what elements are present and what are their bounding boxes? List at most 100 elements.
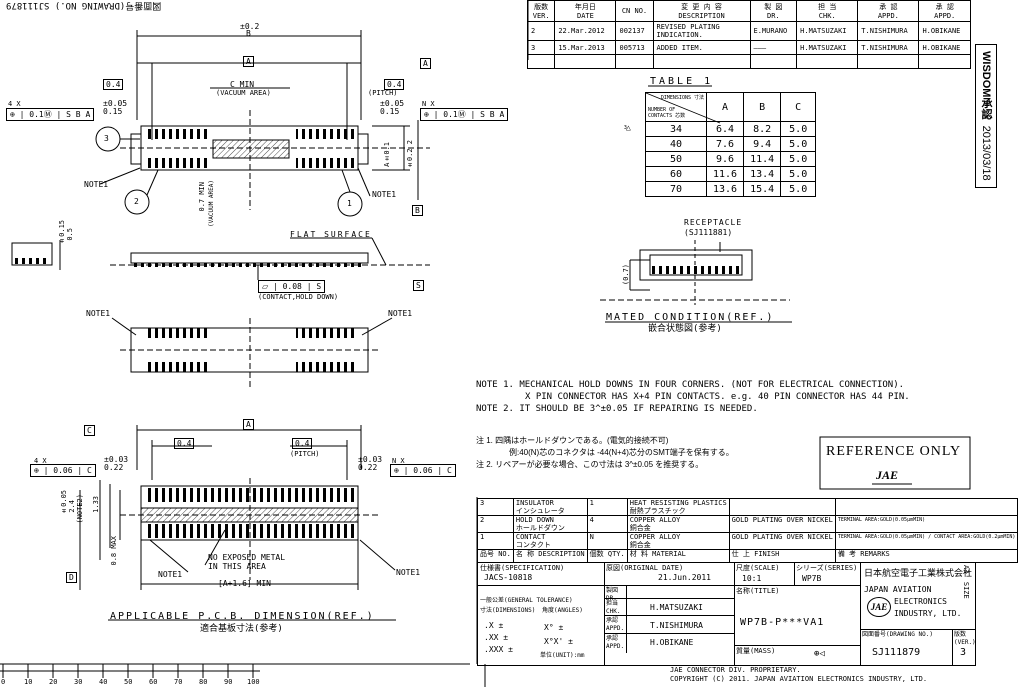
approval-stamp: WISDOM承認 2013/03/18 xyxy=(975,44,997,188)
orig-date-label: 原図(ORIGINAL DATE) xyxy=(606,564,684,572)
drawing-number-rotated: 図面番号(DRAWING NO.) SJ111879 xyxy=(6,0,162,10)
parts-header-row: 品号 NO. 名 称 DESCRIPTION 個数 QTY. 材 料 MATER… xyxy=(477,549,1018,563)
contact-hold-down: (CONTACT,HOLD DOWN) xyxy=(258,293,339,301)
revision-triangle-icon: △3 xyxy=(623,123,631,132)
pcb-pitch-label: (PITCH) xyxy=(290,450,320,458)
rev-chk: H.MATSUZAKI xyxy=(796,21,859,41)
rev-appd2: H.OBIKANE xyxy=(918,40,971,55)
ruler-label: 70 xyxy=(174,678,183,686)
note1-bottom-left: NOTE1 xyxy=(86,309,111,318)
ruler-label: 100 xyxy=(247,678,260,686)
pcb-dim-tol005: ±0.05 xyxy=(60,490,68,515)
dim-b-letter: B xyxy=(246,29,251,38)
rev-col-cn: CN NO. xyxy=(615,0,654,22)
pcb-title-en: APPLICABLE P.C.B. DIMENSION(REF.) xyxy=(110,611,375,622)
dim-2: ±0.2 2 xyxy=(406,140,414,170)
dim-ab: A±0.1 xyxy=(383,142,391,167)
fcf-right: ⊕ | 0.1Ⓜ | S B A xyxy=(420,108,509,121)
no-exposed-metal: NO EXPOSED METAL IN THIS AREA xyxy=(208,553,286,571)
pcb-pitch-box-right: 0.4 xyxy=(292,438,313,449)
ruler-label: 40 xyxy=(99,678,108,686)
rev-appd: T.NISHIMURA xyxy=(857,21,920,41)
tol-xxx: .XXX ± xyxy=(484,645,513,654)
receptacle-label: RECEPTACLE xyxy=(684,218,743,227)
revision-row: 3 15.Mar.2013 005713 ADDED ITEM. ——— H.M… xyxy=(526,40,971,55)
receptacle-number: (SJ111881) xyxy=(684,228,733,237)
note-jp-1: 注 1. 四隅はホールドダウンである。(電気的接続不可) xyxy=(476,436,669,445)
pcb-datum-c: C xyxy=(84,425,95,436)
angle-xx: X°X' ± xyxy=(544,637,573,646)
rev-cn: 002137 xyxy=(615,21,654,41)
pcb-dim-08: 0.8 MAX xyxy=(110,536,118,566)
stamp-date: 2013/03/18 xyxy=(980,125,992,181)
table1-header: DIMENSIONS 寸法 NUMBER OF CONTACTS 芯数 A B … xyxy=(645,92,817,124)
scale-label: 尺度(SCALE) xyxy=(736,564,780,572)
tol-015-right: 0.15 xyxy=(380,107,400,116)
revision-row: 2 22.Mar.2012 002137 REVISED PLATING IND… xyxy=(526,21,971,41)
tol-x: .X ± xyxy=(484,621,504,630)
ruler-label: 60 xyxy=(149,678,158,686)
appd2-name: H.OBIKANE xyxy=(650,638,694,647)
rev-date: 22.Mar.2012 xyxy=(554,21,617,41)
stamp-text: WISDOM承認 xyxy=(980,51,992,120)
jae-logo-small: JAE xyxy=(876,468,899,482)
mated-title-en: MATED CONDITION(REF.) xyxy=(606,312,775,323)
fcf-left: ⊕ | 0.1Ⓜ | S B A xyxy=(6,108,95,121)
spec-label: 仕様書(SPECIFICATION) xyxy=(480,564,565,572)
pcb-note1-left: NOTE1 xyxy=(158,570,183,579)
ruler-label: 30 xyxy=(74,678,83,686)
dimensions-label: 寸法(DIMENSIONS) xyxy=(480,607,536,614)
ruler-label: 20 xyxy=(49,678,58,686)
count-4x: 4 X xyxy=(8,100,21,108)
tolerance-label: 一般公差(GENERAL TOLERANCE) xyxy=(480,597,573,604)
drawing-no: SJ111879 xyxy=(872,647,921,658)
count-nx: N X xyxy=(422,100,435,108)
datum-a-box: A xyxy=(243,56,254,67)
datum-a-flag: A xyxy=(420,58,431,69)
tol-015-side: ±0.15 xyxy=(58,220,66,245)
rev-appd: T.NISHIMURA xyxy=(857,40,920,55)
pcb-pitch-box-left: 0.4 xyxy=(174,438,195,449)
note-jp-2: 注 2. リペアーが必要な場合、この寸法は 3^±0.05 を推奨する。 xyxy=(476,460,704,469)
pcb-tol-left: ±0.03 xyxy=(104,455,129,464)
drawing-no-label: 図面番号(DRAWING NO.) xyxy=(862,631,933,638)
note-en-1b: X PIN CONNECTOR HAS X+4 PIN CONTACTS. e.… xyxy=(525,392,910,402)
pcb-datum-d: D xyxy=(66,572,77,583)
appd2-label: 承認 APPD. xyxy=(606,635,625,650)
title-block: 仕様書(SPECIFICATION) JACS-10818 一般公差(GENER… xyxy=(477,562,976,666)
title-label: 名称(TITLE) xyxy=(736,587,780,595)
angle-x: X° ± xyxy=(544,623,564,632)
balloon-3: 3 xyxy=(104,134,109,143)
note-en-2: NOTE 2. IT SHOULD BE 3^±0.05 IF REPAIRIN… xyxy=(476,404,758,414)
note1-top-left: NOTE1 xyxy=(84,180,109,189)
pcb-note1-right: NOTE1 xyxy=(396,568,421,577)
part-title: WP7B-P***VA1 xyxy=(740,617,825,628)
pcb-count-4x: 4 X xyxy=(34,457,47,465)
projection-symbol-icon: ⊕◁ xyxy=(814,649,825,659)
mated-dim-07: (0.7) xyxy=(622,264,630,286)
table1-title: TABLE 1 xyxy=(650,76,714,87)
pcb-note2: (NOTE2) xyxy=(76,494,84,524)
datum-b-box: B xyxy=(412,205,423,216)
size-label: A3 SIZE xyxy=(962,565,970,599)
rev-desc: ADDED ITEM. xyxy=(652,40,751,55)
ver-value: 3 xyxy=(960,647,967,658)
pitch-right-box: 0.4 xyxy=(384,79,405,90)
pcb-022-right: 0.22 xyxy=(358,463,378,472)
pitch-left-box: 0.4 xyxy=(103,79,124,90)
series-label: シリーズ(SERIES) xyxy=(796,564,858,572)
scale-value: 10:1 xyxy=(742,574,762,583)
dim-05-side: 0.5 xyxy=(66,228,74,241)
ruler-label: 10 xyxy=(24,678,33,686)
company-en-3: INDUSTRY, LTD. xyxy=(894,609,962,618)
rev-dr: ——— xyxy=(749,40,798,55)
pcb-fcf-left: ⊕ | 0.06 | C xyxy=(30,464,96,477)
